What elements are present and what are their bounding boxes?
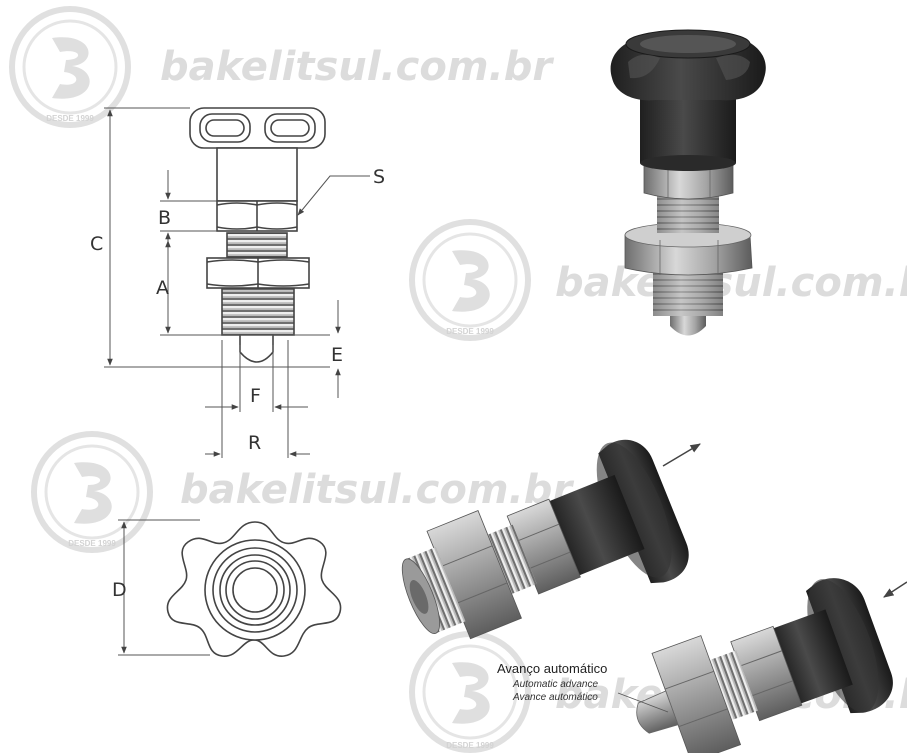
dim-label-e: E: [331, 344, 343, 366]
render-angled-plunger-retracted: [401, 439, 701, 640]
watermark-ring-text: DESDE 1999: [446, 327, 494, 336]
watermark-site-text: bakelitsul.com.br: [160, 44, 554, 90]
render-angled-plunger-advanced: [617, 578, 907, 753]
direction-arrow-out: [662, 443, 701, 467]
watermark-logo-left: DESDE 1999: [31, 431, 153, 553]
dim-label-c: C: [90, 233, 103, 255]
dim-label-d: D: [112, 579, 127, 601]
top-view-knob-drawing: [166, 521, 342, 657]
watermark-ring-text: DESDE 1999: [446, 741, 494, 750]
dim-label-s: S: [373, 166, 385, 188]
dimension-lines: [104, 107, 370, 656]
caption-advance-pt: Avanço automático: [497, 661, 607, 676]
watermark-site-text: bakelitsul.com.br: [180, 467, 574, 513]
side-view-drawing: [189, 107, 326, 363]
watermark-logo-bottom: DESDE 1999: [409, 631, 531, 753]
caption-advance-en: Automatic advance: [512, 679, 598, 690]
dim-label-f: F: [250, 385, 261, 407]
caption-advance-es: Avance automático: [512, 692, 598, 703]
watermark-logo-center: DESDE 1999: [409, 219, 531, 341]
direction-arrow-in: [883, 581, 907, 598]
render-vertical-plunger: [610, 29, 766, 336]
watermark-ring-text: DESDE 1999: [68, 539, 116, 548]
dim-label-r: R: [248, 432, 261, 454]
dim-label-a: A: [156, 277, 169, 299]
watermark-ring-text: DESDE 1999: [46, 114, 94, 123]
watermark-logo-top-left: DESDE 1999: [9, 6, 131, 128]
dim-label-b: B: [158, 207, 171, 229]
